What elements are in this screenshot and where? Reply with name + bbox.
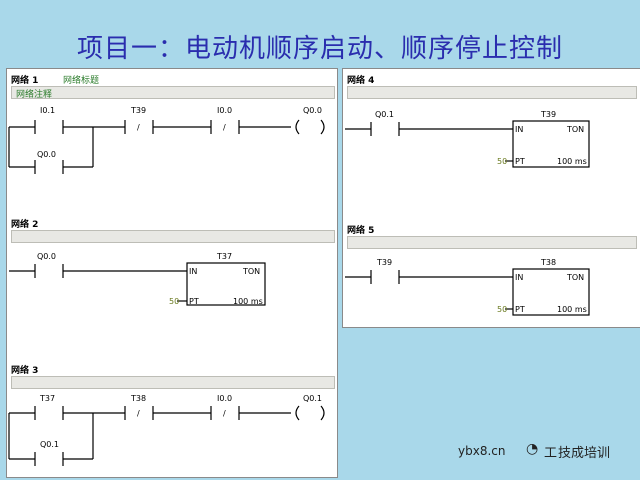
- network-5-label: 网络 5: [347, 226, 375, 236]
- n4-timer-preset: 50: [497, 157, 507, 166]
- n3-branch-q01-label: Q0.1: [40, 440, 59, 449]
- n5-contact-t39-label: T39: [376, 258, 392, 267]
- network-5-comment-bar[interactable]: [347, 236, 637, 249]
- n1-i00-nc-mark: /: [223, 123, 226, 132]
- n4-timer-in: IN: [515, 125, 523, 134]
- network-3-label: 网络 3: [11, 366, 39, 376]
- watermark-brand: 技成培训: [558, 446, 611, 461]
- n1-coil-label: Q0.0: [303, 106, 322, 115]
- n5-timer-unit: 100 ms: [557, 305, 587, 314]
- network-1-title[interactable]: 网络标题: [63, 76, 100, 86]
- n2-timer-pt: PT: [189, 297, 199, 306]
- ladder-left-svg: I0.1 T39 I0.0 Q0.0 Q0.0 / / Q0.0 T37 IN …: [8, 106, 325, 466]
- watermark-site: ybx8.cn: [458, 444, 506, 458]
- n1-contact-i00-label: I0.0: [217, 106, 232, 115]
- n1-contact-i01-label: I0.1: [40, 106, 55, 115]
- network-4-label: 网络 4: [347, 76, 375, 86]
- ladder-editor-right[interactable]: 网络 4 网络 5 Q0.1 T39 IN TON PT 100 ms 50 T…: [342, 68, 640, 328]
- n3-contact-i00-label: I0.0: [217, 394, 232, 403]
- n3-contact-t38-label: T38: [130, 394, 146, 403]
- n3-i00-nc-mark: /: [223, 409, 226, 418]
- n4-timer-name: T39: [540, 110, 556, 119]
- n2-timer-preset: 50: [169, 297, 179, 306]
- n1-contact-t39-label: T39: [130, 106, 146, 115]
- n5-timer-in: IN: [515, 273, 523, 282]
- network-1-label: 网络 1: [11, 76, 39, 86]
- n4-timer-type: TON: [566, 125, 584, 134]
- n1-t39-nc-mark: /: [137, 123, 140, 132]
- n5-timer-preset: 50: [497, 305, 507, 314]
- network-4-comment-bar[interactable]: [347, 86, 637, 99]
- n2-timer-in: IN: [189, 267, 197, 276]
- n4-contact-q01-label: Q0.1: [375, 110, 394, 119]
- n3-coil-label: Q0.1: [303, 394, 322, 403]
- n2-timer-name: T37: [216, 252, 232, 261]
- page-title: 项目一：电动机顺序启动、顺序停止控制: [76, 34, 563, 64]
- network-3-comment-bar[interactable]: [11, 376, 335, 389]
- wechat-icon: ◔: [526, 441, 539, 457]
- n5-timer-name: T38: [540, 258, 556, 267]
- n3-contact-t37-label: T37: [39, 394, 55, 403]
- network-2-comment-bar[interactable]: [11, 230, 335, 243]
- ladder-editor-left[interactable]: 网络 1 网络标题 网络注释 网络 2 网络 3 I0.1 T39 I0.0 Q…: [6, 68, 338, 478]
- n5-timer-pt: PT: [515, 305, 525, 314]
- ladder-right-svg: Q0.1 T39 IN TON PT 100 ms 50 T39 T38 IN …: [345, 110, 590, 316]
- n2-timer-type: TON: [242, 267, 260, 276]
- n2-timer-unit: 100 ms: [233, 297, 263, 306]
- watermark-brand-prefix: 工: [544, 446, 558, 461]
- n3-t38-nc-mark: /: [137, 409, 140, 418]
- network-1-comment: 网络注释: [16, 90, 53, 100]
- n2-contact-q00-label: Q0.0: [37, 252, 56, 261]
- n5-timer-type: TON: [566, 273, 584, 282]
- n4-timer-pt: PT: [515, 157, 525, 166]
- network-1-comment-bar[interactable]: 网络注释: [11, 86, 335, 100]
- network-2-label: 网络 2: [11, 220, 39, 230]
- n4-timer-unit: 100 ms: [557, 157, 587, 166]
- n1-branch-q00-label: Q0.0: [37, 150, 56, 159]
